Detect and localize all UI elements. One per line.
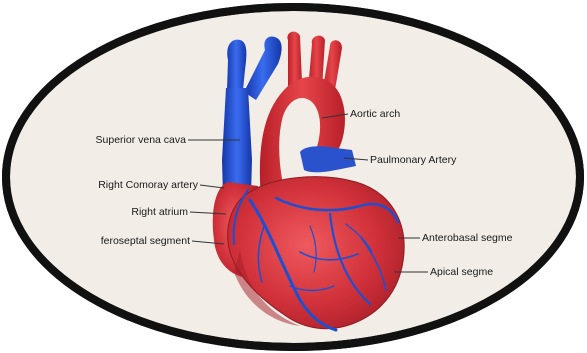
label-right-atrium: Right atrium [131,206,188,218]
label-pulmonary-artery: Paulmonary Artery [370,154,457,166]
label-right-coronary-artery: Right Comoray artery [98,179,199,191]
label-anterobasal-segment: Anterobasal segme [422,232,513,244]
label-aortic-arch: Aortic arch [350,108,400,120]
label-inferoseptal-segment: feroseptal segment [101,235,190,247]
label-apical-segment: Apical segme [430,266,493,278]
label-superior-vena-cava: Superior vena cava [96,134,187,146]
